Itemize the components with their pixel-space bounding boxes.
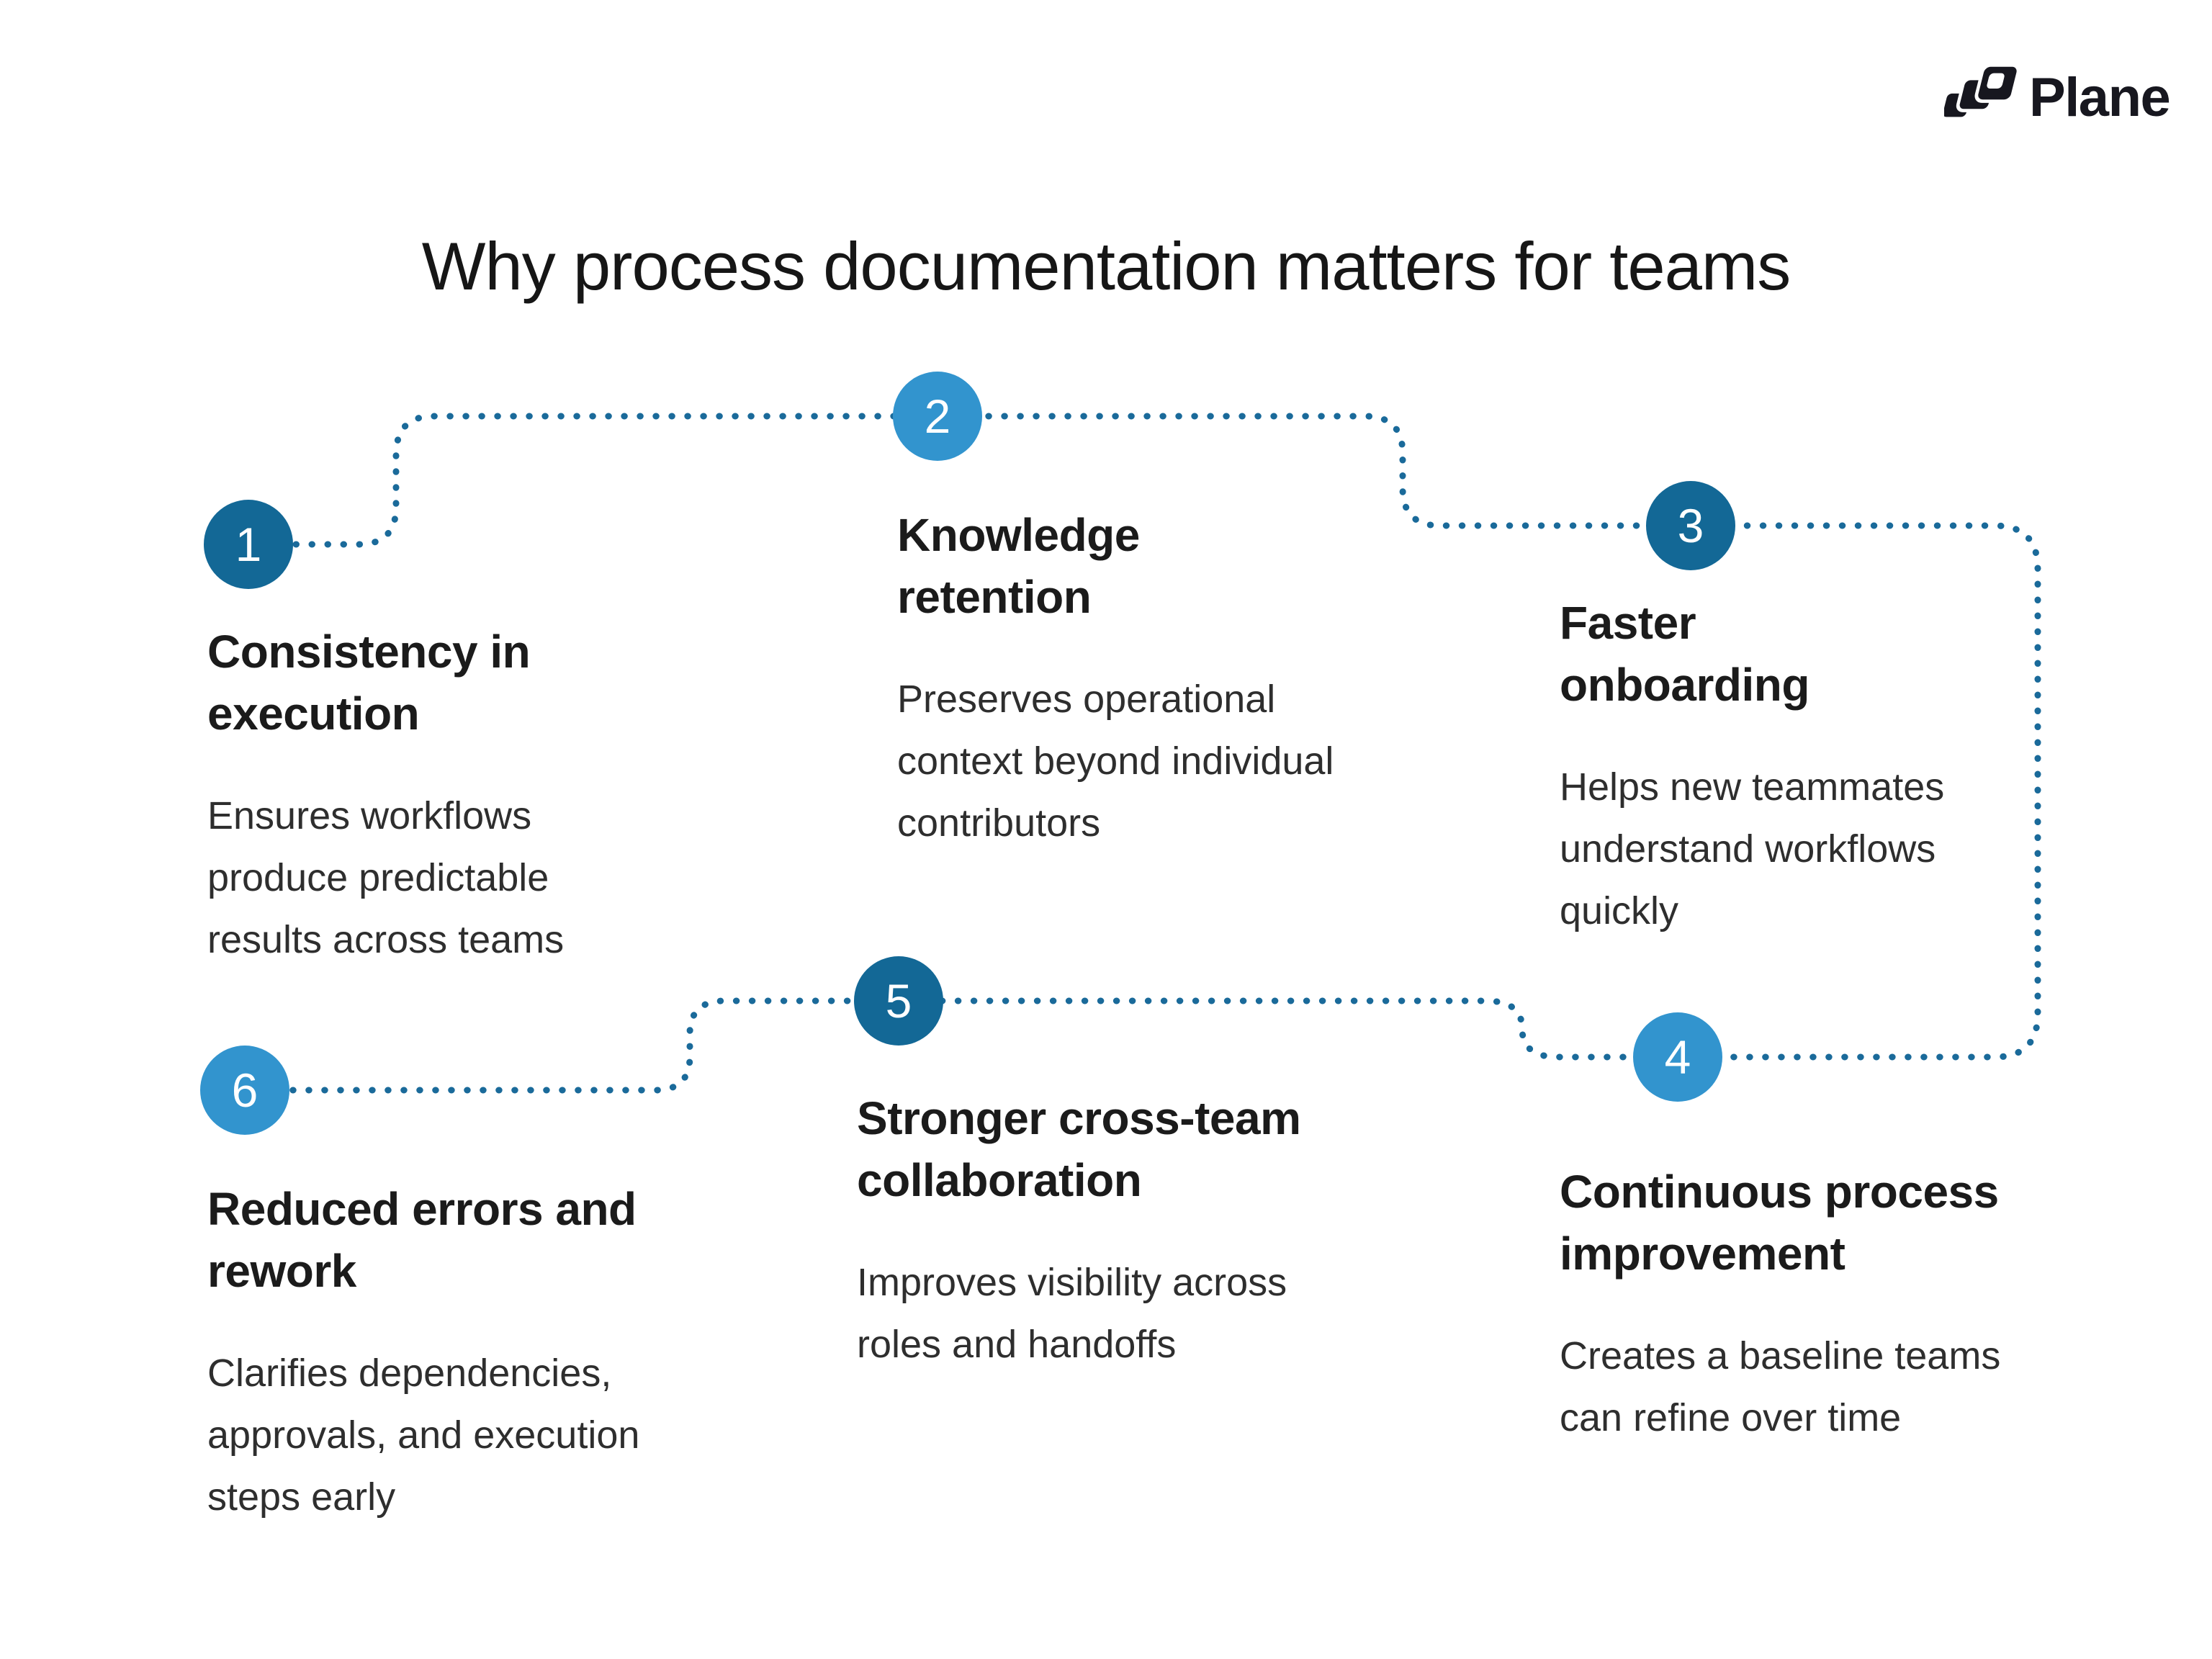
step-1-heading: Consistency in execution — [207, 626, 531, 739]
step-1-section: Consistency in execution Ensures workflo… — [207, 621, 654, 971]
step-4-circle: 4 — [1633, 1012, 1722, 1102]
step-6-section: Reduced errors and rework Clarifies depe… — [207, 1178, 715, 1528]
step-5-number: 5 — [885, 974, 912, 1028]
step-3-heading: Faster onboarding — [1560, 597, 1809, 711]
step-2-section: Knowledge retention Preserves operationa… — [897, 504, 1405, 854]
page-title: Why process documentation matters for te… — [421, 228, 1791, 304]
step-6-circle: 6 — [200, 1046, 289, 1135]
step-4-number: 4 — [1664, 1030, 1691, 1084]
step-6-heading: Reduced errors and rework — [207, 1183, 637, 1297]
step-2-heading: Knowledge retention — [897, 509, 1140, 623]
step-5-heading: Stronger cross-team collaboration — [857, 1092, 1301, 1206]
step-4-section: Continuous process improvement Creates a… — [1560, 1161, 2071, 1449]
step-1-number: 1 — [235, 518, 262, 571]
step-6-body: Clarifies dependencies, approvals, and e… — [207, 1352, 640, 1519]
step-1-body: Ensures workflows produce predictable re… — [207, 794, 565, 961]
step-5-section: Stronger cross-team collaboration Improv… — [857, 1087, 1382, 1375]
step-2-body: Preserves operational context beyond ind… — [897, 678, 1334, 845]
brand-logo: Plane — [1944, 60, 2171, 134]
step-4-body: Creates a baseline teams can refine over… — [1560, 1334, 2001, 1439]
step-1-circle: 1 — [204, 500, 293, 589]
step-3-body: Helps new teammates understand workflows… — [1560, 765, 1945, 932]
step-3-circle: 3 — [1646, 481, 1735, 570]
plane-logo-icon — [1944, 63, 2018, 120]
plane-logo-text: Plane — [2029, 66, 2171, 128]
step-4-heading: Continuous process improvement — [1560, 1166, 1999, 1280]
step-3-section: Faster onboarding Helps new teammates un… — [1560, 592, 2010, 942]
step-6-number: 6 — [231, 1064, 258, 1117]
step-3-number: 3 — [1677, 499, 1704, 552]
step-2-number: 2 — [924, 390, 951, 443]
step-2-circle: 2 — [893, 372, 982, 461]
step-5-body: Improves visibility across roles and han… — [857, 1261, 1287, 1366]
step-5-circle: 5 — [854, 956, 943, 1046]
